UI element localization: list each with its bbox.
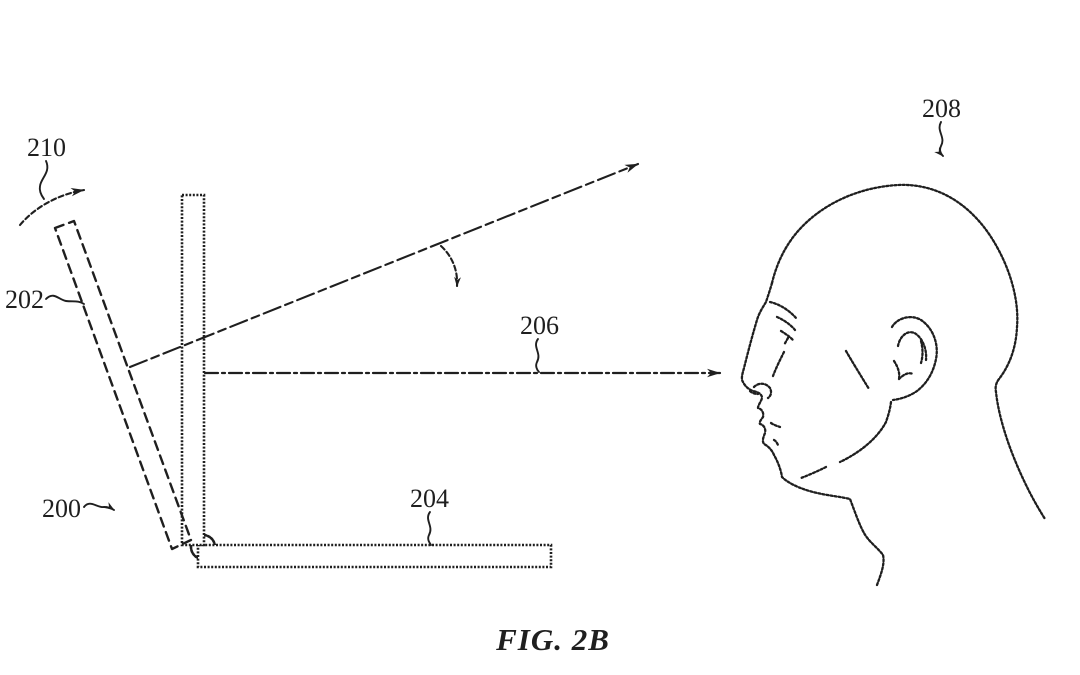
head-outline-back [770, 183, 1047, 521]
tilt-down-arrow [439, 244, 461, 288]
nose-side-line [771, 350, 786, 378]
jaw-line-segment [799, 465, 828, 480]
nostril-curve [752, 382, 773, 400]
tilted-sight-line [128, 162, 640, 369]
label-202: 202 [5, 285, 44, 314]
laptop-display-open-dashed [53, 219, 193, 551]
reference-labels: 210 202 200 204 206 208 [5, 94, 961, 546]
ear-outer-line [890, 316, 938, 402]
eye-tick [782, 336, 790, 347]
label-206: 206 [520, 311, 559, 340]
ear-mid-line [919, 339, 924, 365]
label-200: 200 [42, 494, 81, 523]
figure-caption: FIG. 2B [495, 622, 610, 657]
sight-lines [18, 162, 722, 378]
rotation-arrow [18, 187, 86, 227]
leader-210 [38, 160, 49, 200]
eyebrow-line [768, 300, 798, 320]
cheek-line [844, 349, 871, 391]
ear-tragus-line [892, 359, 901, 381]
jaw-line [838, 400, 893, 464]
nostril-shadow [748, 389, 760, 396]
laptop-device [53, 193, 553, 569]
leader-206 [535, 338, 540, 373]
leader-200 [83, 502, 115, 511]
upper-eyelid-line [775, 315, 797, 332]
leader-202 [45, 294, 85, 305]
laptop-base [196, 543, 553, 569]
mouth-corner-line [769, 421, 782, 429]
eye-line [779, 329, 795, 342]
chin-tick [772, 438, 780, 447]
label-204: 204 [410, 484, 449, 513]
label-208: 208 [922, 94, 961, 123]
leader-204 [427, 511, 432, 546]
head-outline-front [740, 281, 885, 587]
ear-lobe-line [897, 372, 915, 381]
laptop-display-upright [180, 193, 206, 547]
leader-208 [934, 121, 944, 157]
ear-inner-helix [896, 331, 928, 362]
human-head-profile [740, 183, 1047, 587]
label-210: 210 [27, 133, 66, 162]
